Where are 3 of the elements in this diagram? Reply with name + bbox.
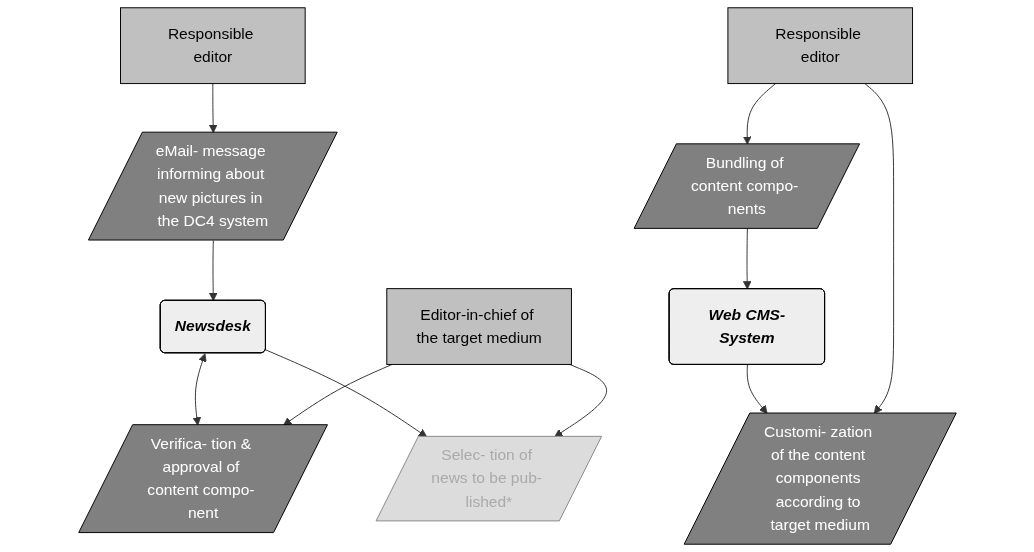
node-box: Responsible editor: [726, 7, 913, 85]
node-box: Editor-in-chief of the target medium: [385, 288, 572, 365]
node-box: Responsible editor: [119, 7, 306, 85]
